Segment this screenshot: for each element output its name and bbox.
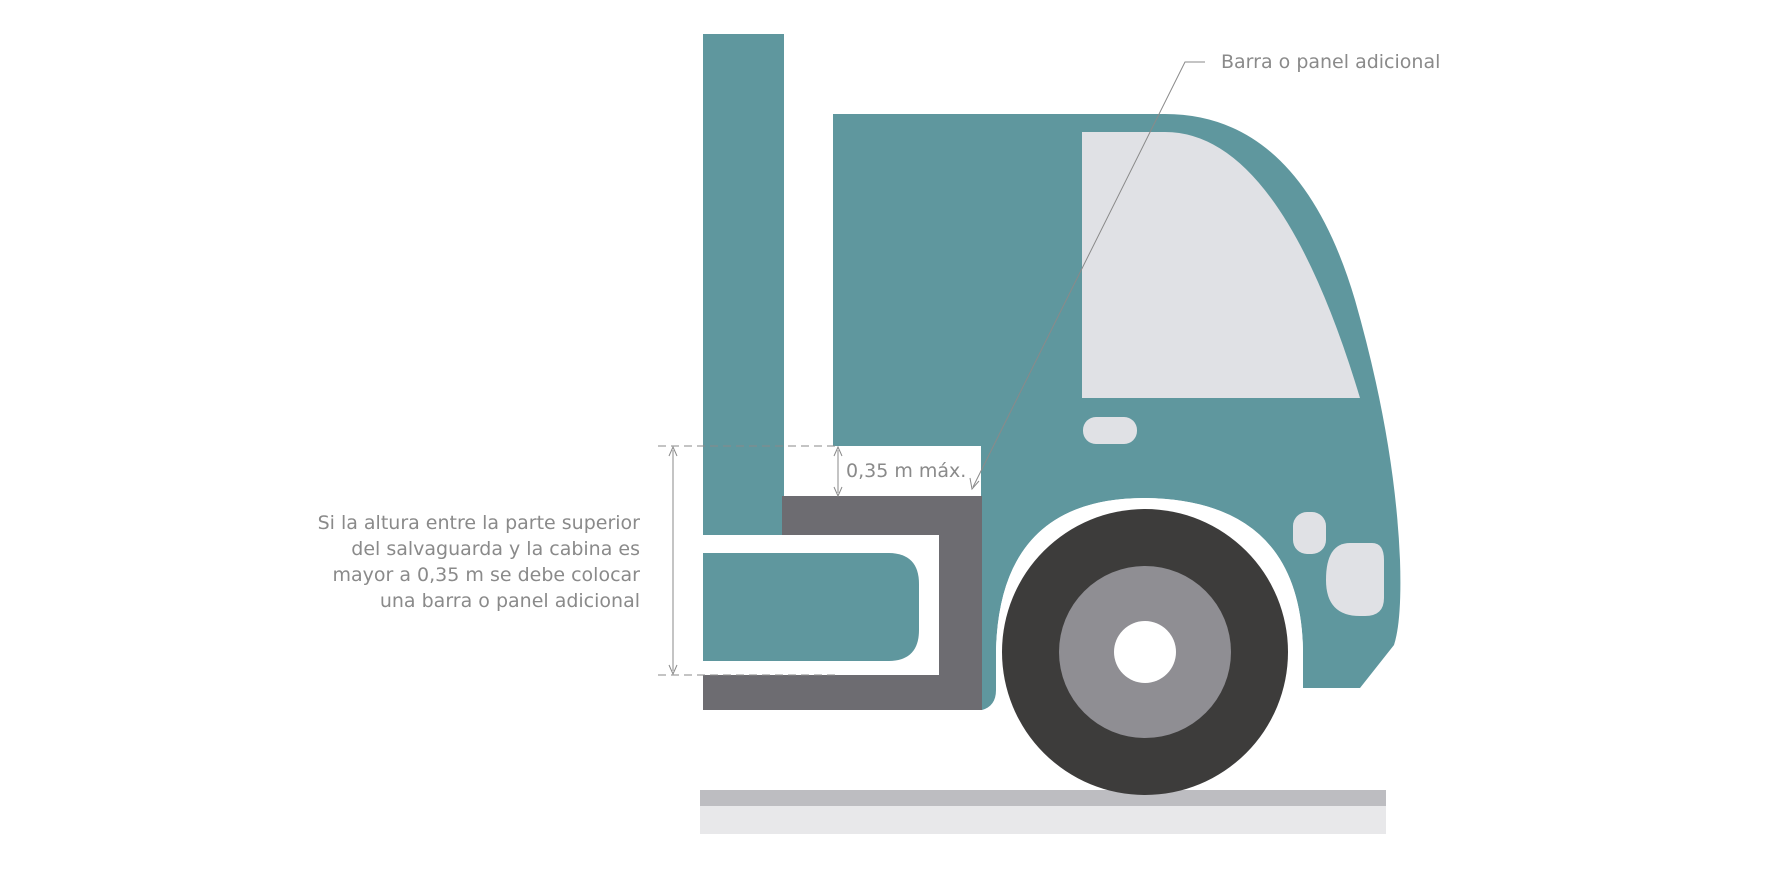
ground-strip-top xyxy=(700,790,1386,806)
dimension-gap xyxy=(784,446,981,496)
front-lamp-small xyxy=(1293,512,1326,554)
cargo-post xyxy=(703,34,784,550)
overall-dimension-arrow-top xyxy=(668,445,678,457)
callout-arrowhead xyxy=(969,477,980,491)
gap-dimension-label: 0,35 m máx. xyxy=(846,460,966,482)
note-line-2: del salvaguarda y la cabina es xyxy=(351,538,640,560)
front-lamp-large xyxy=(1326,543,1384,616)
cab-window xyxy=(1082,132,1360,398)
note-line-4: una barra o panel adicional xyxy=(380,590,640,612)
underrun-guard-lower xyxy=(703,672,982,710)
gap-dimension-arrow-top xyxy=(833,445,843,457)
callout-label: Barra o panel adicional xyxy=(1221,51,1440,73)
door-handle xyxy=(1083,417,1137,444)
gap-dimension-arrow-bottom xyxy=(833,486,843,498)
note-line-1: Si la altura entre la parte superior xyxy=(318,512,641,534)
overall-dimension-arrow-bottom xyxy=(668,664,678,676)
callout-leader xyxy=(972,61,1205,488)
note-line-3: mayor a 0,35 m se debe colocar xyxy=(333,564,641,586)
guard-bar xyxy=(703,553,919,661)
ground-strip-bottom xyxy=(700,806,1386,834)
hub xyxy=(1114,621,1176,683)
